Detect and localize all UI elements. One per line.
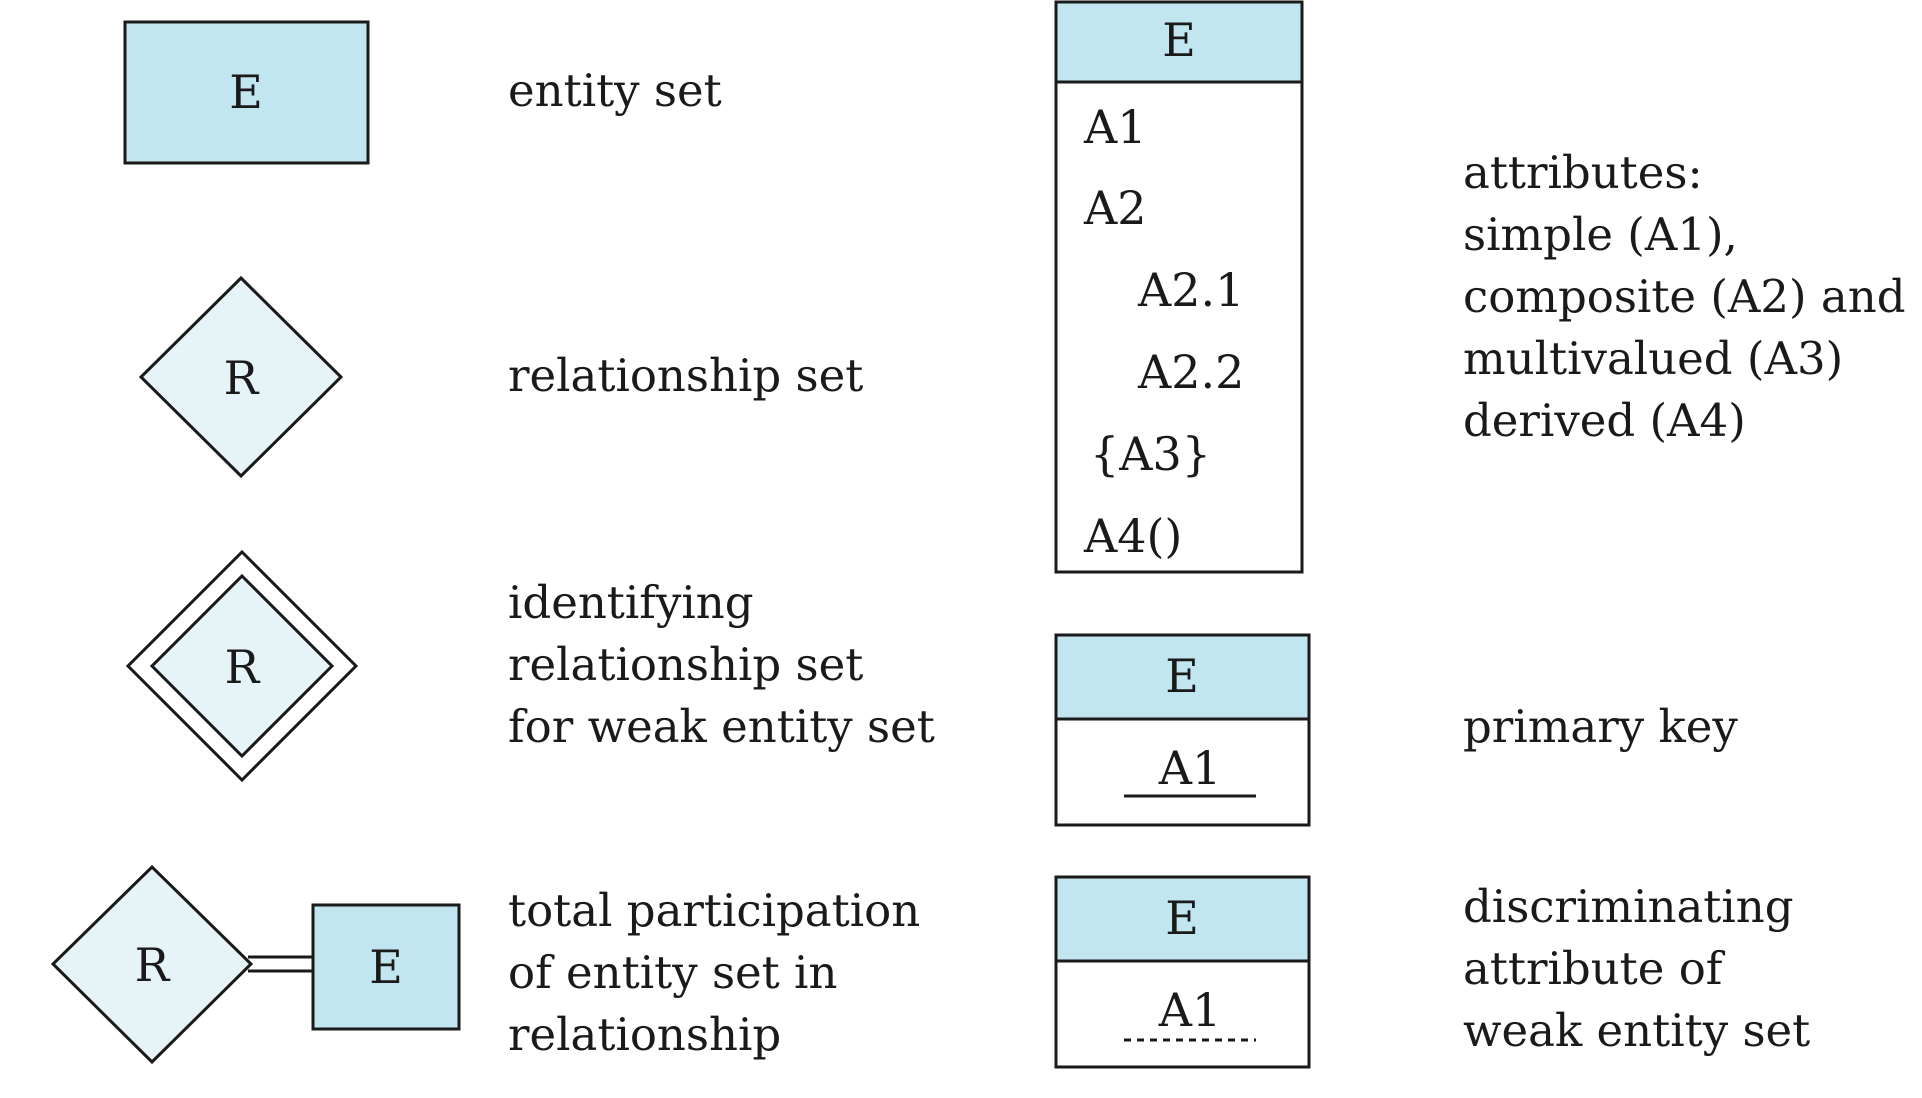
entity-label: E [229,65,263,119]
label-line: composite (A2) and [1463,270,1906,323]
participation-relationship-label: R [135,938,171,992]
primary-key-entity-header [1054,633,1311,721]
label-line: of entity set in [508,946,838,999]
attributes-entity-label: E [1162,13,1196,67]
attributes-description: attributes: simple (A1), composite (A2) … [1463,142,1906,452]
relationship-set-label: relationship set [508,345,863,407]
label-line: entity set [508,64,722,117]
discriminator-description: discriminating attribute of weak entity … [1463,876,1810,1062]
label-line: primary key [1463,700,1738,753]
primary-key-attribute-box [1054,717,1311,827]
label-line: relationship set [508,349,864,402]
attribute-item: A4() [1083,509,1182,563]
attributes-entity-symbol: E A1 A2 A2.1 A2.2 {A3} A4() [1054,0,1304,574]
primary-key-entity-label: E [1165,649,1199,703]
label-line: for weak entity set [508,700,935,753]
participation-entity-label: E [369,940,403,994]
label-line: attribute of [1463,942,1723,995]
label-line: relationship set [508,638,864,691]
participation-relationship-diamond [50,864,254,1065]
discriminator-entity-label: E [1165,891,1199,945]
total-participation-symbol: R E [50,864,461,1065]
label-line: identifying [508,576,754,629]
relationship-diamond [138,275,344,479]
identifying-relationship-description: identifying relationship set for weak en… [508,572,935,758]
label-line: derived (A4) [1463,394,1746,447]
relationship-label: R [224,351,260,405]
identifying-inner-diamond [149,573,335,759]
identifying-relationship-label: R [225,640,261,694]
entity-rectangle [123,20,370,165]
entity-set-label: entity set [508,60,722,122]
attributes-entity-header [1054,0,1304,84]
primary-key-attribute: A1 [1158,741,1222,795]
total-participation-description: total participation of entity set in rel… [508,880,920,1066]
label-line: simple (A1), [1463,208,1738,261]
label-line: attributes: [1463,146,1703,199]
discriminator-attribute-box [1054,959,1311,1069]
primary-key-description: primary key [1463,696,1738,758]
label-line: total participation [508,884,921,937]
entity-set-symbol: E [123,20,370,165]
attribute-item: A2 [1083,181,1147,235]
attribute-item: {A3} [1090,427,1211,481]
label-line: multivalued (A3) [1463,332,1844,385]
label-line: weak entity set [1463,1004,1811,1057]
discriminator-entity-header [1054,875,1311,963]
attributes-list-box [1054,80,1304,574]
attribute-item: A2.1 [1137,263,1244,317]
label-line: discriminating [1463,880,1794,933]
attribute-item: A2.2 [1137,345,1244,399]
participation-entity-rectangle [311,903,461,1031]
primary-key-symbol: E A1 [1054,633,1311,827]
discriminator-symbol: E A1 [1054,875,1311,1069]
relationship-set-symbol: R [138,275,344,479]
attribute-item: A1 [1083,100,1147,154]
label-line: relationship [508,1008,782,1061]
discriminator-attribute: A1 [1158,983,1222,1037]
identifying-relationship-symbol: R [125,549,359,783]
